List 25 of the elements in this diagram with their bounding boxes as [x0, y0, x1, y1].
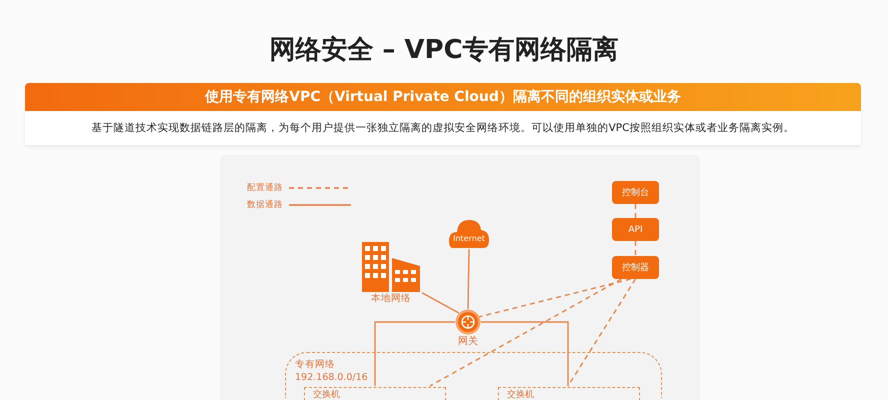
data-link — [422, 292, 460, 314]
title: 网络安全 – VPC专有网络隔离 — [269, 35, 619, 65]
network-boundary — [285, 352, 662, 398]
config-link — [567, 278, 636, 386]
config-link — [478, 278, 631, 318]
switch-boundary: 交换机 — [304, 387, 446, 400]
cloud-shape: Internet — [449, 220, 489, 248]
node-label: 网关 — [457, 336, 479, 348]
config-link — [430, 278, 622, 387]
description-text: 基于隧道技术实现数据链路层的隔离，为每个用户提供一张独立隔离的虚拟安全网络环境。可以使用单独的VPC按照组织实体或者业务隔离实例。 — [25, 111, 861, 145]
process-box: 控制器 — [612, 256, 659, 279]
data-link — [481, 321, 569, 386]
subnet-label: 192.168.0.0/16 — [295, 372, 368, 384]
banner: 使用专有网络VPC（Virtual Private Cloud）隔离不同的组织实体或业务 — [25, 83, 861, 111]
legend-label: 配置通路 — [247, 182, 283, 194]
switch-boundary: 交换机 — [498, 387, 640, 400]
legend-label: 数据通路 — [247, 199, 283, 211]
data-link — [374, 321, 455, 386]
config-link — [634, 241, 636, 256]
config-link — [634, 204, 636, 218]
network-label: 专有网络 — [295, 359, 335, 371]
node-label: 本地网络 — [370, 293, 412, 305]
data-link — [467, 249, 470, 310]
process-box: 控制台 — [612, 181, 659, 204]
process-box: API — [612, 218, 659, 241]
